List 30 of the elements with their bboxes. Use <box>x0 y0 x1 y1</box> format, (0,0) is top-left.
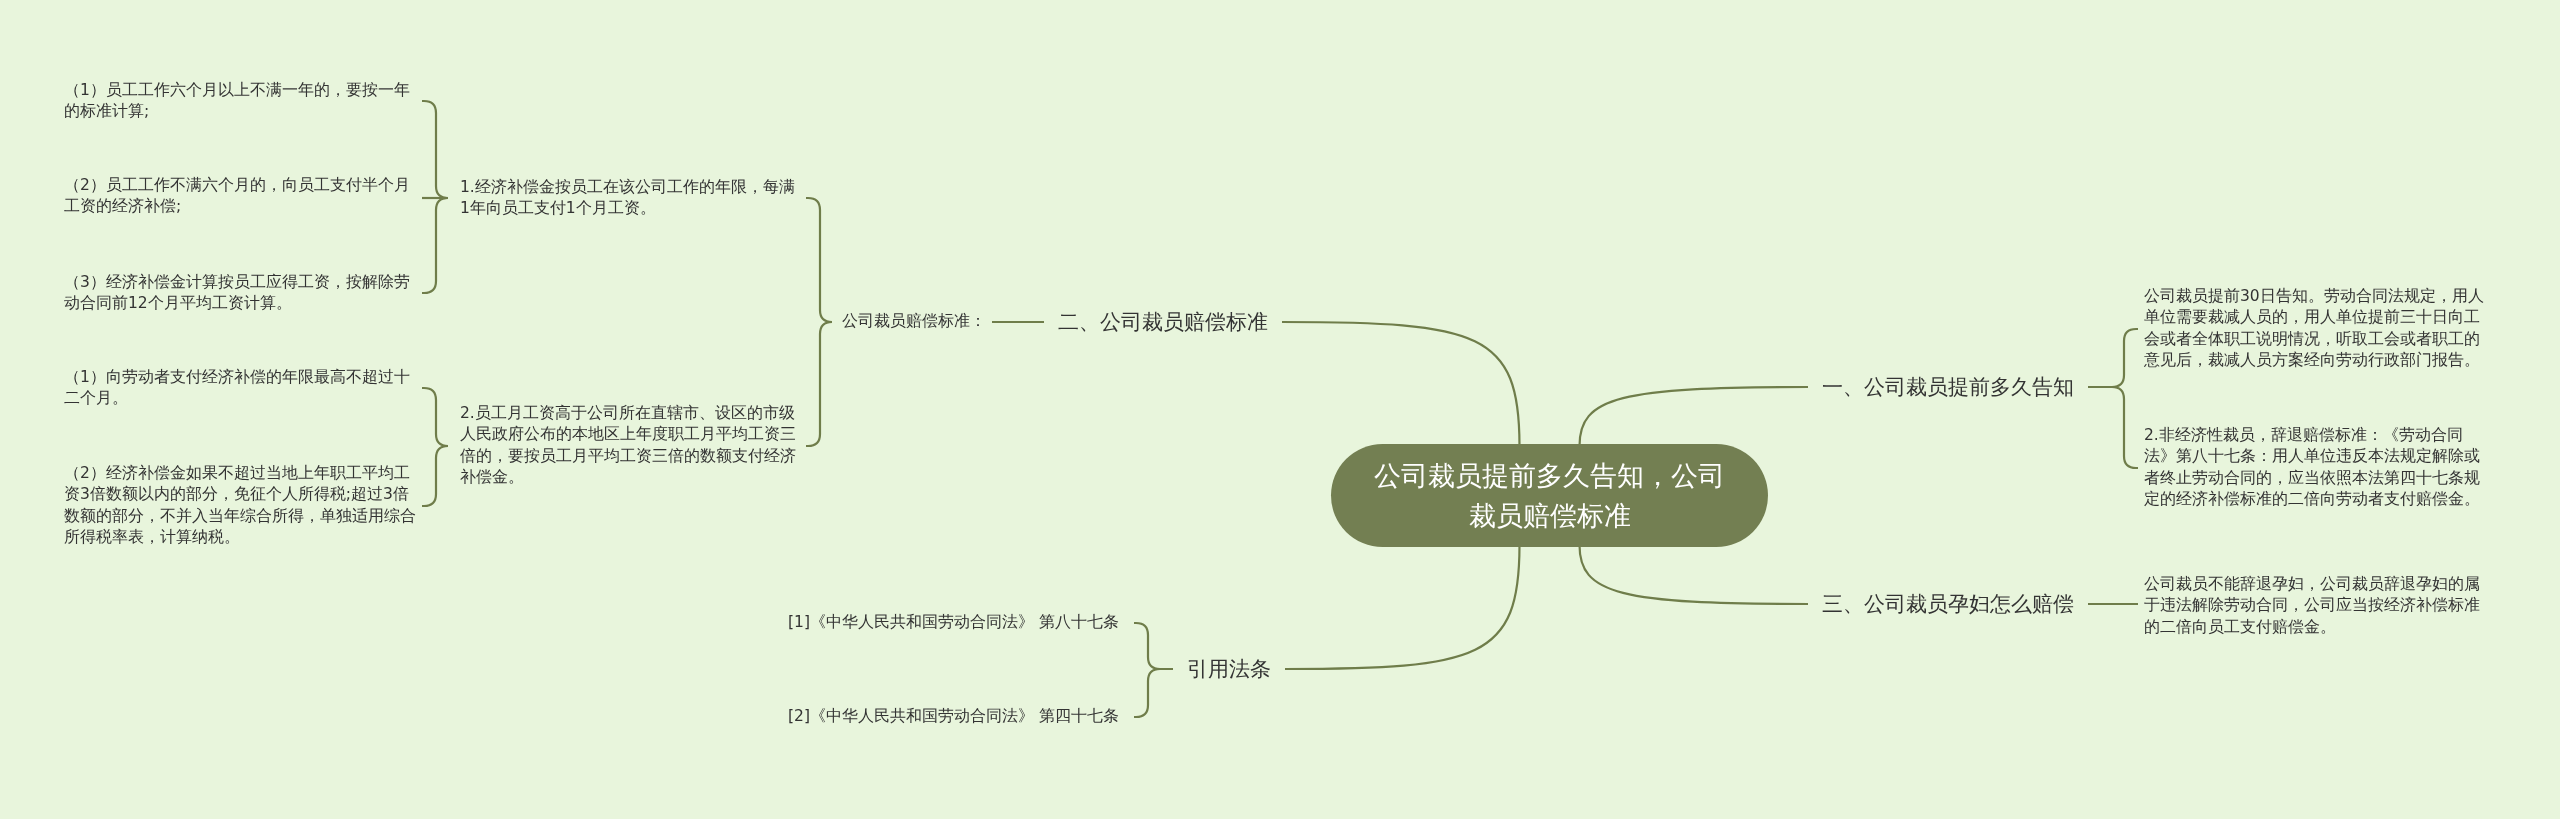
subtopic-text: 公司裁员赔偿标准： <box>842 311 986 333</box>
branch-topic: 三、公司裁员孕妇怎么赔偿 <box>1822 590 2074 618</box>
note-text: （2）经济补偿金如果不超过当地上年职工平均工资3倍数额以内的部分，免征个人所得税;超过3倍数额的部分，不并入当年综合所得，单独适用综合所得税率表，计算纳税。 <box>64 463 416 549</box>
note-text: （1）向劳动者支付经济补偿的年限最高不超过十二个月。 <box>64 366 416 410</box>
connector-line <box>1134 667 1173 719</box>
note-text: （1）员工工作六个月以上不满一年的，要按一年的标准计算; <box>64 79 416 123</box>
connector-line <box>422 196 450 295</box>
connector-line <box>2088 602 2138 606</box>
note-text: 公司裁员不能辞退孕妇，公司裁员辞退孕妇的属于违法解除劳动合同，公司应当按经济补偿标准的二倍向员工支付赔偿金。 <box>2144 573 2494 639</box>
note-text: （2）员工工作不满六个月的，向员工支付半个月工资的经济补偿; <box>64 174 416 218</box>
branch-topic: 引用法条 <box>1187 655 1271 683</box>
reference-text: [2]《中华人民共和国劳动合同法》 第四十七条 <box>788 706 1128 728</box>
connector-line <box>992 320 1044 324</box>
reference-text: [1]《中华人民共和国劳动合同法》 第八十七条 <box>788 612 1128 634</box>
branch-topic: 一、公司裁员提前多久告知 <box>1822 373 2074 401</box>
connector-line <box>1578 385 1808 447</box>
connector-line <box>1285 544 1521 671</box>
subtopic-text: 1.经济补偿金按员工在该公司工作的年限，每满1年向员工支付1个月工资。 <box>460 176 800 220</box>
central-topic: 公司裁员提前多久告知，公司裁员赔偿标准 <box>1331 444 1768 547</box>
connector-line <box>2088 385 2138 470</box>
connector-line <box>806 320 834 448</box>
branch-topic: 二、公司裁员赔偿标准 <box>1058 308 1268 336</box>
connector-line <box>1578 544 1808 606</box>
connector-line <box>1282 320 1521 447</box>
note-text: 公司裁员提前30日告知。劳动合同法规定，用人单位需要裁减人员的，用人单位提前三十日向工会或者全体职工说明情况，听取工会或者职工的意见后，裁减人员方案经向劳动行政部门报告。 <box>2144 286 2494 372</box>
subtopic-text: 2.员工月工资高于公司所在直辖市、设区的市级人民政府公布的本地区上年度职工月平均工资三倍的，要按员工月平均工资三倍的数额支付经济补偿金。 <box>460 403 800 489</box>
connector-line <box>422 444 450 508</box>
connector-line <box>422 196 446 200</box>
note-text: 2.非经济性裁员，辞退赔偿标准：《劳动合同法》第八十七条：用人单位违反本法规定解除或者终止劳动合同的，应当依照本法第四十七条规定的经济补偿标准的二倍向劳动者支付赔偿金。 <box>2144 425 2494 511</box>
note-text: （3）经济补偿金计算按员工应得工资，按解除劳动合同前12个月平均工资计算。 <box>64 271 416 315</box>
